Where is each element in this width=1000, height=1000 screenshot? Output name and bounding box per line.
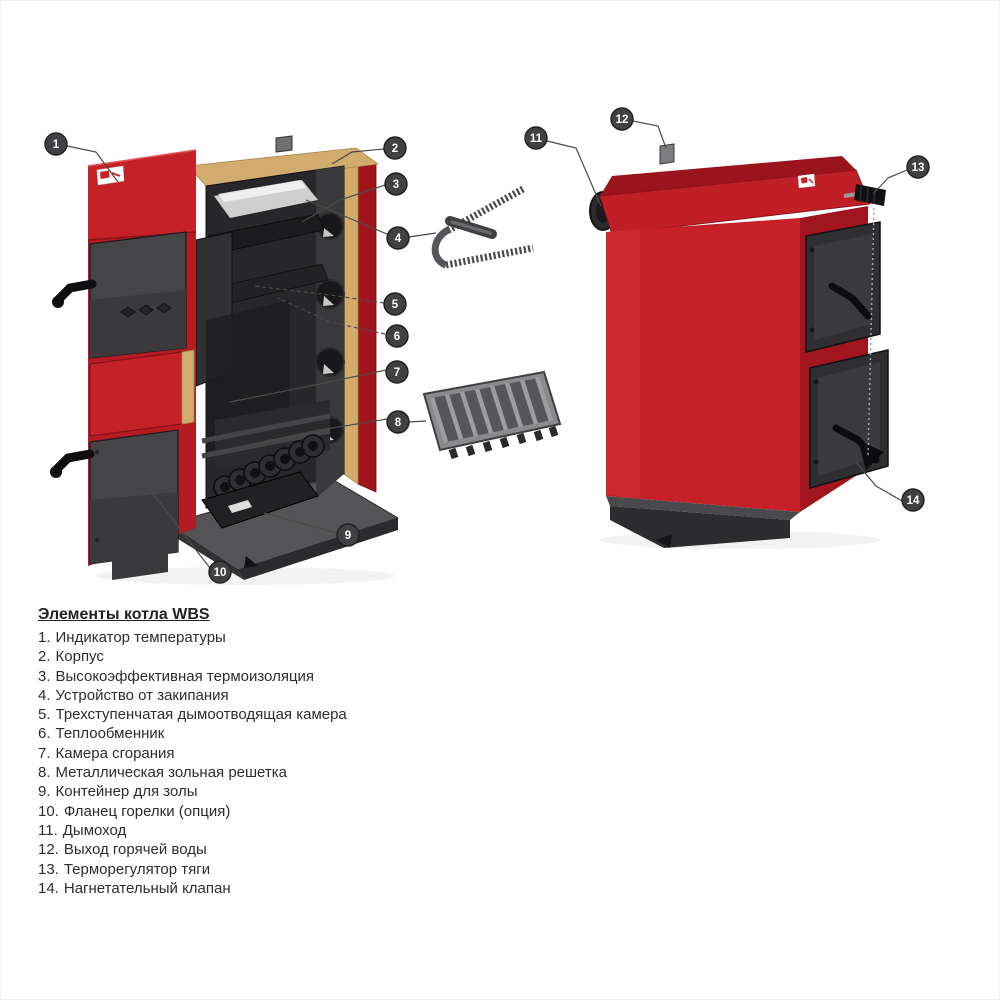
callout-marker-3: 3 — [384, 172, 408, 196]
legend-item-2: 2.Корпус — [38, 648, 104, 666]
svg-text:3: 3 — [393, 179, 399, 191]
anti-boil-coil — [431, 185, 534, 269]
callout-marker-5: 5 — [383, 292, 407, 316]
parts-legend: Элементы котла WBS 1.Индикатор температу… — [38, 606, 498, 898]
interior-cavity — [195, 165, 345, 529]
boiler-cutaway-view — [50, 135, 400, 580]
boiler-exterior-view — [589, 143, 889, 548]
callout-marker-13: 13 — [906, 155, 930, 179]
upper-door — [89, 231, 187, 359]
grate-teeth — [448, 425, 559, 460]
svg-text:7: 7 — [394, 367, 400, 379]
exterior-lower-door — [809, 349, 889, 489]
brand-logo — [797, 173, 816, 189]
callout-marker-10: 10 — [208, 560, 232, 584]
svg-text:8: 8 — [395, 417, 402, 429]
grate-tubes — [201, 400, 331, 499]
legend-item-10: 10.Фланец горелки (опция) — [38, 802, 231, 820]
legend-item-9: 9.Контейнер для золы — [38, 783, 198, 801]
exterior-upper-door — [805, 221, 881, 353]
callout-marker-1: 1 — [44, 132, 68, 156]
lower-door — [89, 429, 179, 565]
thermoregulator-chain — [867, 207, 875, 459]
callout-marker-12: 12 — [610, 107, 634, 131]
svg-text:6: 6 — [394, 331, 400, 343]
callout-marker-8: 8 — [386, 410, 410, 434]
callout-marker-14: 14 — [901, 488, 925, 512]
door-vent-pattern — [120, 302, 172, 318]
legend-item-5: 5.Трехступенчатая дымоотводящая камера — [38, 706, 347, 724]
svg-text:14: 14 — [907, 495, 920, 507]
callout-marker-11: 11 — [524, 126, 548, 150]
ash-grate — [422, 370, 562, 460]
legend-list: 1.Индикатор температуры 2.Корпус 3.Высок… — [38, 628, 498, 898]
ash-container — [201, 471, 319, 529]
legend-item-8: 8.Металлическая зольная решетка — [38, 764, 288, 782]
legend-item-4: 4.Устройство от закипания — [38, 686, 229, 704]
svg-text:4: 4 — [395, 233, 402, 245]
svg-text:10: 10 — [214, 567, 227, 579]
svg-text:13: 13 — [912, 162, 925, 174]
leader-lines — [66, 120, 908, 569]
callout-marker-4: 4 — [386, 226, 410, 250]
svg-text:9: 9 — [345, 530, 351, 542]
callout-marker-2: 2 — [383, 136, 407, 160]
legend-item-7: 7.Камера сгорания — [38, 744, 175, 762]
svg-text:12: 12 — [616, 114, 629, 126]
lower-door-handle — [50, 449, 95, 478]
callout-marker-6: 6 — [385, 324, 409, 348]
exterior-base — [606, 496, 800, 548]
legend-item-14: 14.Нагнетательный клапан — [38, 879, 231, 897]
callout-marker-9: 9 — [336, 523, 360, 547]
callout-marker-7: 7 — [385, 360, 409, 384]
door-foot — [112, 552, 168, 580]
upper-side-door-handle — [828, 282, 872, 320]
top-fitting — [275, 135, 293, 153]
legend-item-12: 12.Выход горячей воды — [38, 841, 207, 859]
boiler-front-shell — [50, 149, 197, 580]
legend-item-6: 6.Теплообменник — [38, 725, 165, 743]
hot-water-outlet — [659, 143, 675, 165]
smoke-chamber-baffles — [207, 180, 329, 307]
legend-item-13: 13.Терморегулятор тяги — [38, 860, 211, 878]
legend-title: Элементы котла WBS — [38, 606, 210, 623]
svg-text:5: 5 — [392, 299, 399, 311]
svg-text:1: 1 — [53, 139, 60, 151]
legend-item-1: 1.Индикатор температуры — [38, 629, 226, 646]
exterior-top-cap — [599, 156, 871, 235]
legend-item-3: 3.Высокоэффективная термоизоляция — [38, 667, 315, 685]
legend-item-11: 11.Дымоход — [38, 821, 127, 839]
svg-text:11: 11 — [530, 133, 543, 145]
middle-panel — [89, 349, 195, 437]
upper-door-handle — [52, 279, 97, 308]
svg-text:2: 2 — [392, 143, 398, 155]
callout-markers: 1 2 3 4 5 6 7 8 9 10 11 12 13 14 — [44, 107, 930, 584]
